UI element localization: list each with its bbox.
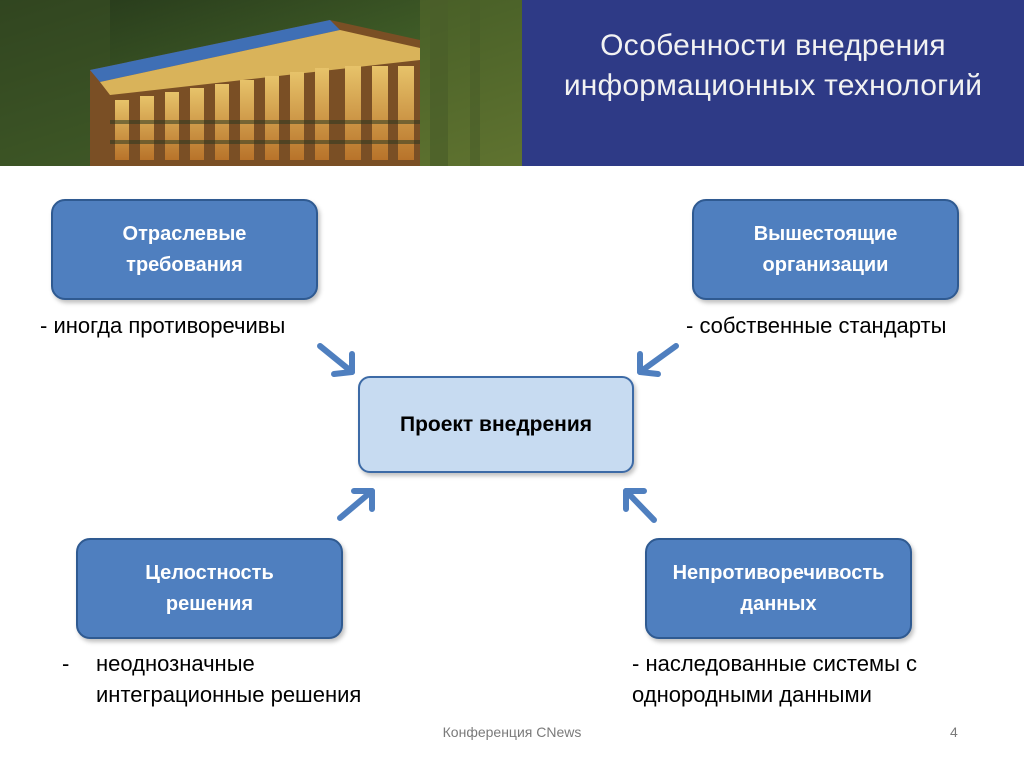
note-data-consistency: - наследованные системы с однородными да… [632,648,917,710]
note-text: интеграционные решения [96,682,362,707]
arrow-top-left [317,343,355,377]
center-box-implementation-project: Проект внедрения [358,376,634,473]
title-panel: Особенности внедрения информационных тех… [522,0,1024,166]
footer-conference: Конференция CNews [442,724,582,740]
page-number: 4 [950,724,958,740]
note-industry-requirements: - иногда противоречивы [40,310,285,341]
arrow-top-right [637,343,679,377]
note-text: - наследованные системы с [632,651,918,676]
slide-title-line-2: информационных технологий [563,69,983,102]
factor-box-data-consistency: Непротиворечивость данных [645,538,912,639]
note-text: однородными данными [632,682,872,707]
factor-box-label: Отраслевые [122,222,247,245]
factor-box-label: данных [740,592,817,615]
slide-title-line-1: Особенности внедрения [600,29,946,62]
slide-header: Особенности внедрения информационных тех… [0,0,1024,166]
note-solution-integrity: - неоднозначные интеграционные решения [62,648,361,707]
factor-box-label: организации [762,253,889,276]
factor-box-label: Целостность [145,561,274,584]
factor-box-label: Вышестоящие [753,222,898,245]
note-text: - собственные стандарты [686,313,947,338]
center-box-label: Проект внедрения [399,412,592,436]
factor-box-label: Непротиворечивость [672,561,885,584]
arrow-bottom-right [623,488,657,523]
factor-box-superior-organizations: Вышестоящие организации [692,199,959,300]
factor-box-industry-requirements: Отраслевые требования [51,199,318,300]
note-dash: - [62,651,70,676]
note-superior-organizations: - собственные стандарты [686,310,946,341]
factor-box-solution-integrity: Целостность решения [76,538,343,639]
note-text: - иногда противоречивы [40,313,286,338]
note-text: неоднозначные [96,651,255,676]
factor-box-label: требования [126,253,243,276]
slide-title: Особенности внедрения информационных тех… [522,26,1024,106]
building-photo [0,0,522,166]
factor-box-label: решения [165,592,254,615]
note-lines: неоднозначные интеграционные решения [96,648,361,710]
arrow-bottom-left [337,488,375,521]
building-illustration [0,0,522,166]
